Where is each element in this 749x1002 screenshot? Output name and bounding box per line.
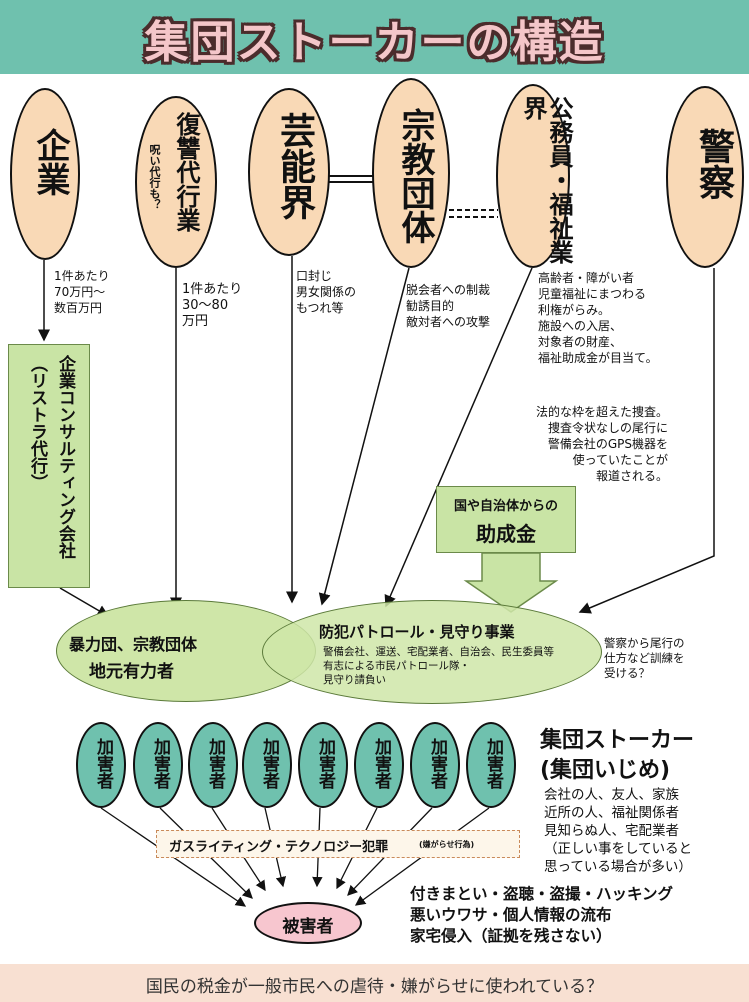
- perpetrator-oval: 加害者: [298, 722, 348, 808]
- source-oval-religious-group: 宗教団体: [372, 78, 450, 268]
- perpetrator-label: 加害者: [483, 738, 503, 789]
- patrol-title: 防犯パトロール・見守り事業: [319, 623, 515, 641]
- perpetrator-label: 加害者: [371, 738, 391, 789]
- perpetrator-oval: 加害者: [242, 722, 292, 808]
- note-entertainment: 口封じ 男女関係の もつれ等: [296, 269, 357, 315]
- source-sub-revenge-agency: 呪い代行も？: [148, 144, 161, 210]
- source-label-religious-group: 宗教団体: [395, 108, 435, 244]
- note-police: 法的な枠を超えた捜査。 捜査令状なしの尾行に 警備会社のGPS機器を 使っていた…: [536, 405, 669, 483]
- perpetrator-label: 加害者: [93, 738, 113, 789]
- victim-oval: 被害者: [254, 902, 362, 944]
- perpetrator-label: 加害者: [259, 738, 279, 789]
- perpetrator-label: 加害者: [150, 738, 170, 789]
- group-bullying-heading: (集団いじめ): [540, 758, 671, 783]
- source-label-public-welfare: 公務員・福祉業界: [519, 96, 573, 264]
- source-label-revenge-agency: 復讐代行業: [172, 112, 200, 232]
- source-label-police: 警察: [693, 128, 734, 200]
- perpetrator-oval: 加害者: [188, 722, 238, 808]
- perpetrator-oval: 加害者: [466, 722, 516, 808]
- subsidy-line1: 国や自治体からの: [453, 499, 558, 514]
- source-oval-police: 警察: [666, 86, 744, 268]
- gaslighting-small-label: (嫌がらせ行為): [419, 840, 475, 849]
- consulting-company-label: 企業コンサルティング会社 （リストラ代行）: [27, 355, 75, 559]
- source-oval-public-welfare: 公務員・福祉業界: [496, 84, 573, 268]
- perpetrator-oval: 加害者: [410, 722, 460, 808]
- footer-band: 国民の税金が一般市民への虐待・嫌がらせに使われている？: [0, 964, 749, 1002]
- perpetrator-label: 加害者: [315, 738, 335, 789]
- police-training-note: 警察から尾行の 仕方など訓練を 受ける？: [604, 636, 685, 680]
- note-company: 1件あたり 70万円〜 数百万円: [54, 269, 110, 315]
- footer-text: 国民の税金が一般市民への虐待・嫌がらせに使われている？: [145, 977, 604, 997]
- gang-oval-line1: 暴力団、宗教団体: [69, 635, 198, 654]
- patrol-body: 警備会社、運送、宅配業者、自治会、民生委員等 有志による市民パトロール隊・ 見守…: [323, 646, 554, 686]
- page-title: 集団ストーカーの構造: [144, 17, 605, 68]
- perpetrator-oval: 加害者: [76, 722, 126, 808]
- consulting-company-box: 企業コンサルティング会社 （リストラ代行）: [8, 344, 90, 588]
- note-public-welfare: 高齢者・障がい者 児童福祉にまつわる 利権がらみ。 施設への入居、 対象者の財産…: [538, 271, 658, 365]
- note-religious-group: 脱会者への制裁 勧誘目的 敵対者への攻撃: [406, 283, 491, 329]
- note-revenge-agency: 1件あたり 30〜80 万円: [182, 282, 243, 329]
- gaslighting-band: ガスライティング・テクノロジー犯罪 (嫌がらせ行為): [156, 830, 520, 858]
- victim-label: 被害者: [282, 917, 334, 937]
- source-label-entertainment: 芸能界: [274, 112, 315, 220]
- patrol-oval: 防犯パトロール・見守り事業 警備会社、運送、宅配業者、自治会、民生委員等 有志に…: [262, 600, 602, 704]
- group-stalker-heading: 集団ストーカー: [540, 728, 695, 753]
- perpetrator-label: 加害者: [205, 738, 225, 789]
- subsidy-line2: 助成金: [476, 522, 536, 546]
- harassment-list: 付きまとい・盗聴・盗撮・ハッキング 悪いウワサ・個人情報の流布 家宅侵入（証拠を…: [410, 885, 674, 945]
- gang-oval-line2: 地元有力者: [89, 662, 174, 682]
- group-stalker-members: 会社の人、友人、家族 近所の人、福祉関係者 見知らぬ人、宅配業者 （正しい事をし…: [544, 787, 693, 875]
- source-oval-entertainment: 芸能界: [248, 88, 330, 256]
- subsidy-box: 国や自治体からの 助成金: [436, 486, 576, 553]
- title-bar: [0, 0, 749, 74]
- gaslighting-label: ガスライティング・テクノロジー犯罪: [169, 840, 389, 855]
- perpetrator-oval: 加害者: [354, 722, 404, 808]
- source-oval-revenge-agency: 復讐代行業 呪い代行も？: [135, 96, 217, 268]
- source-oval-company: 企業: [10, 88, 80, 260]
- perpetrator-row: 加害者 加害者 加害者 加害者 加害者 加害者 加害者 加害者: [76, 722, 536, 810]
- perpetrator-oval: 加害者: [133, 722, 183, 808]
- perpetrator-label: 加害者: [427, 738, 447, 789]
- source-label-company: 企業: [30, 128, 70, 196]
